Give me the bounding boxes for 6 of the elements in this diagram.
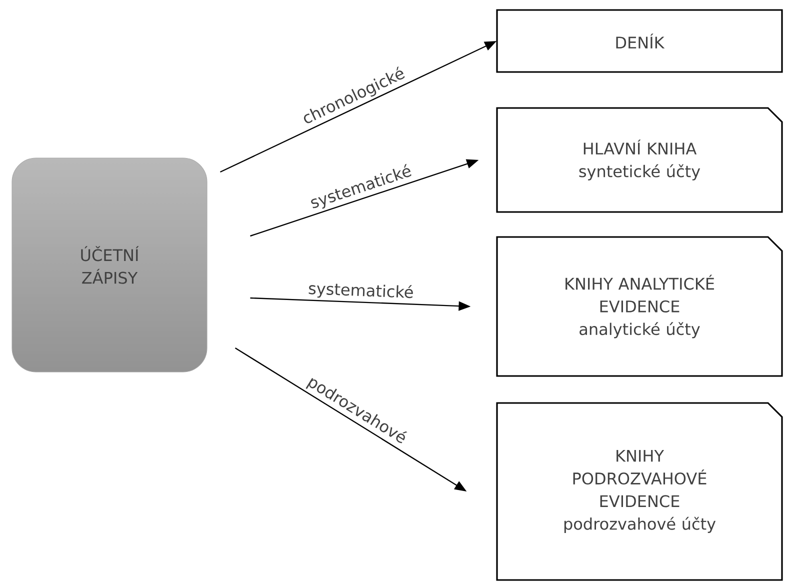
document-box: DENÍK [496, 9, 783, 73]
rounded-box: ÚČETNÍ ZÁPISY [12, 158, 208, 372]
document-box: HLAVNÍ KNIHA syntetické účty [496, 107, 783, 213]
document-box: KNIHY ANALYTICKÉ EVIDENCE analytické účty [496, 236, 783, 377]
edge-label: systematické [308, 284, 413, 298]
document-box: KNIHY PODROZVAHOVÉ EVIDENCE podrozvahové účty [496, 402, 783, 581]
